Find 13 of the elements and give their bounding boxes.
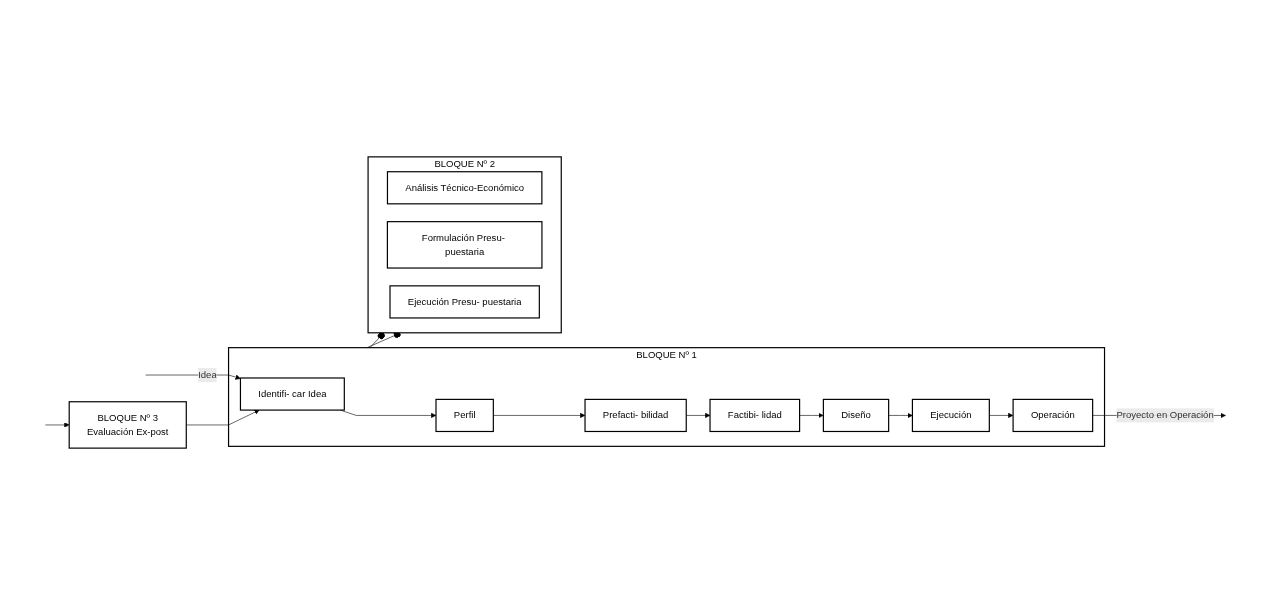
node-box: Ejecución xyxy=(911,398,990,433)
node-box: Prefacti- bilidad xyxy=(584,398,687,433)
node-box: Diseño xyxy=(822,398,890,433)
edge-label: Proyecto en Operación xyxy=(1116,410,1214,421)
edge-label: Idea xyxy=(198,369,217,380)
node-box: Factibi- lidad xyxy=(709,398,801,433)
node-box: Ejecución Presu- puestaria xyxy=(389,285,540,319)
node-box: Perfil xyxy=(435,398,494,433)
node-box: Formulación Presu- puestaria xyxy=(386,221,543,269)
node-box: Identifi- car Idea xyxy=(239,377,345,411)
node-box: Análisis Técnico-Económico xyxy=(386,171,543,205)
node-box: BLOQUE Nº 3 Evaluación Ex-post xyxy=(68,401,187,449)
node-box: Operación xyxy=(1012,398,1094,433)
